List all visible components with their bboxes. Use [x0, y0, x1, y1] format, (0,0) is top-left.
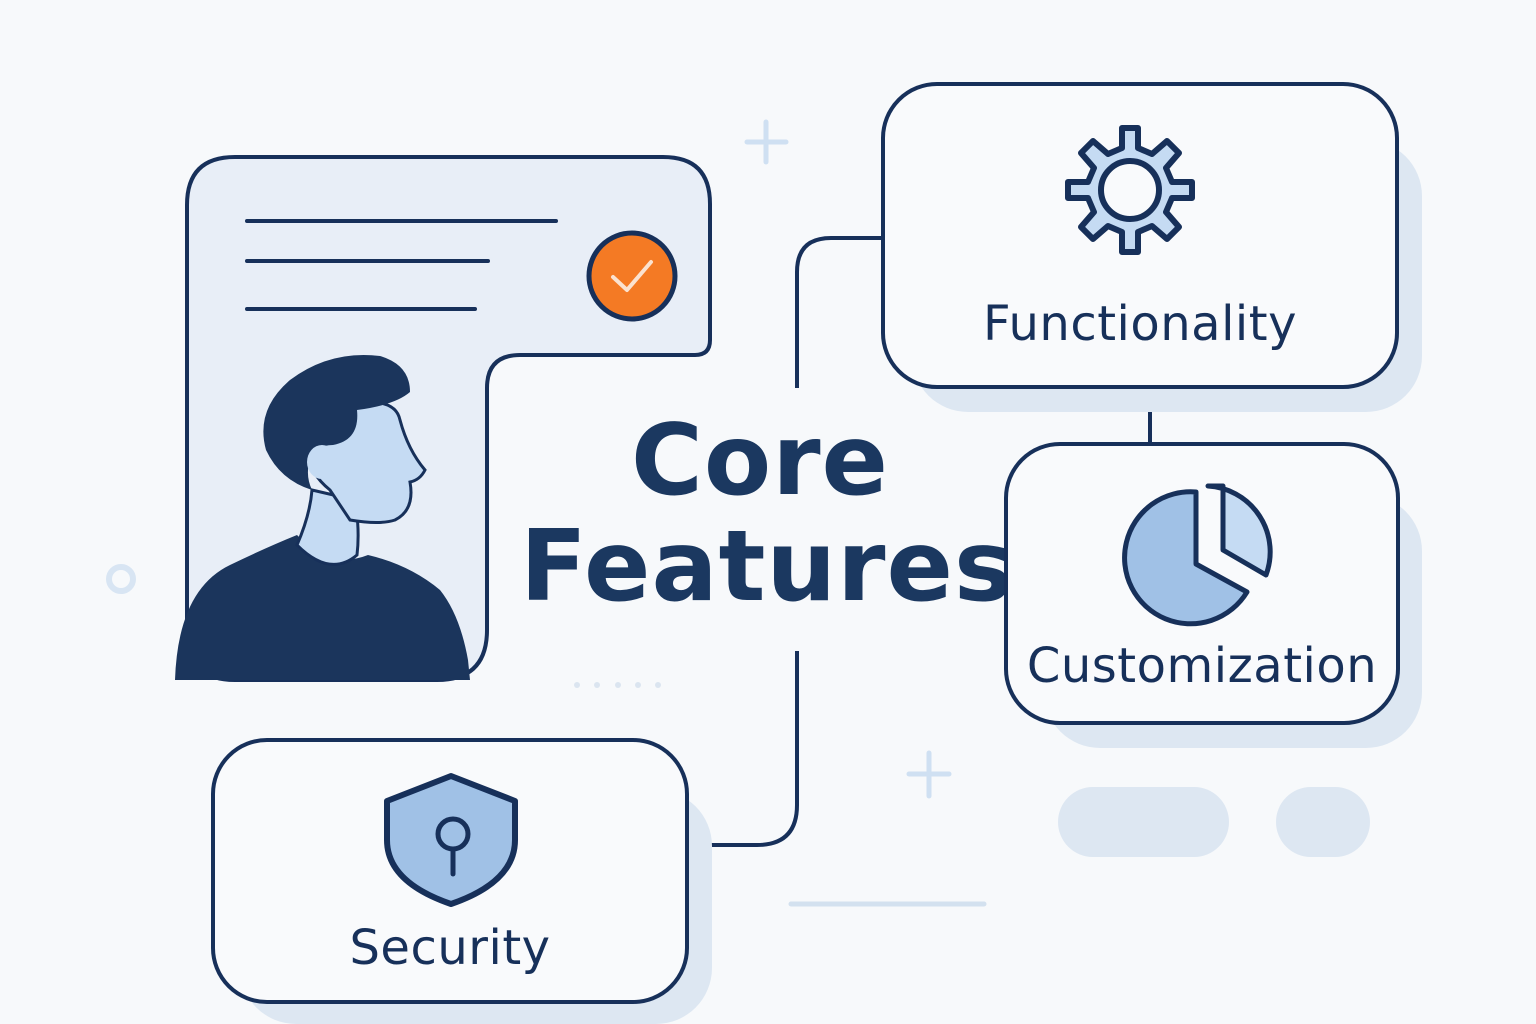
feature-label: Functionality [983, 296, 1297, 352]
ring-icon [106, 564, 136, 594]
feature-card-customization[interactable]: Customization [1004, 442, 1400, 725]
shield-keyhole-icon [384, 773, 518, 907]
text-lines [245, 219, 558, 311]
feature-label: Security [349, 920, 551, 976]
title-line-2: Features [520, 510, 1014, 624]
decor-pill [1276, 787, 1370, 857]
dots-decoration [574, 682, 661, 688]
check-circle-icon [586, 230, 678, 322]
feature-label: Customization [1026, 638, 1378, 694]
plus-icon [906, 750, 952, 799]
connector-security [688, 651, 799, 847]
plus-icon [744, 119, 789, 165]
feature-card-functionality[interactable]: Functionality [881, 82, 1399, 389]
decor-pill [1058, 787, 1229, 857]
feature-card-security[interactable]: Security [211, 738, 689, 1004]
pie-chart-icon [1122, 483, 1273, 627]
gear-icon [1065, 125, 1195, 255]
connector-functionality [795, 236, 883, 388]
person-icon [175, 355, 470, 680]
title-line-1: Core [630, 404, 890, 518]
page-title: Core Features [520, 404, 1014, 624]
